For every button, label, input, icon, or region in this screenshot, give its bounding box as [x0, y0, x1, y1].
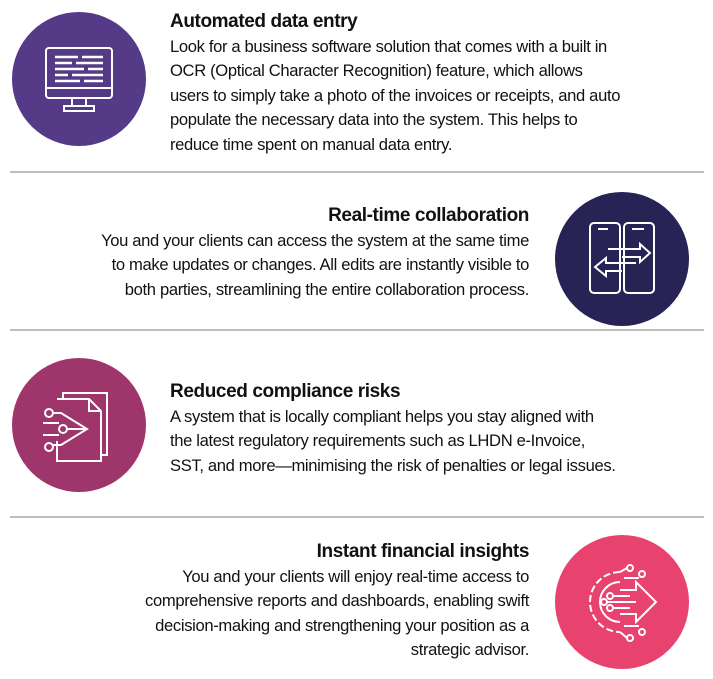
feature-text: strategic advisor.: [410, 640, 530, 660]
feature-text: SST, and more—minimising the risk of pen…: [170, 455, 616, 475]
feature-text: both parties, streamlining the entire co…: [124, 279, 530, 299]
feature-title: Automated data entry: [170, 11, 358, 32]
gear-circuit-arrow-icon: [555, 535, 689, 669]
sync-devices-icon: [555, 192, 689, 326]
divider: [10, 329, 704, 331]
feature-real-time-collaboration: Real-time collaboration You and your cli…: [101, 204, 529, 302]
feature-title: Real-time collaboration: [328, 205, 529, 226]
monitor-icon: [12, 12, 146, 146]
feature-text: Look for a business software solution th…: [170, 37, 607, 56]
feature-text: decision-making and strengthening your p…: [155, 615, 529, 635]
divider: [10, 171, 704, 173]
feature-text: OCR (Optical Character Recognition) feat…: [170, 61, 583, 81]
feature-text: the latest regulatory requirements such …: [170, 431, 586, 451]
feature-text: A system that is locally compliant helps…: [170, 407, 594, 426]
feature-text: You and your clients will enjoy real-tim…: [182, 567, 529, 586]
feature-text: users to simply take a photo of the invo…: [170, 85, 621, 105]
feature-reduced-compliance-risks: Reduced compliance risks A system that i…: [170, 380, 616, 478]
document-flow-icon: [12, 358, 146, 492]
divider: [10, 516, 704, 518]
feature-title: Instant financial insights: [316, 541, 530, 562]
feature-automated-data-entry: Automated data entry Look for a business…: [170, 10, 620, 157]
feature-text: populate the necessary data into the sys…: [170, 110, 578, 130]
feature-instant-financial-insights: Instant financial insights You and your …: [145, 540, 529, 663]
feature-text: comprehensive reports and dashboards, en…: [145, 591, 529, 611]
feature-text: reduce time spent on manual data entry.: [170, 134, 453, 154]
feature-text: to make updates or changes. All edits ar…: [111, 255, 530, 275]
feature-text: You and your clients can access the syst…: [101, 231, 529, 250]
feature-title: Reduced compliance risks: [170, 381, 401, 402]
